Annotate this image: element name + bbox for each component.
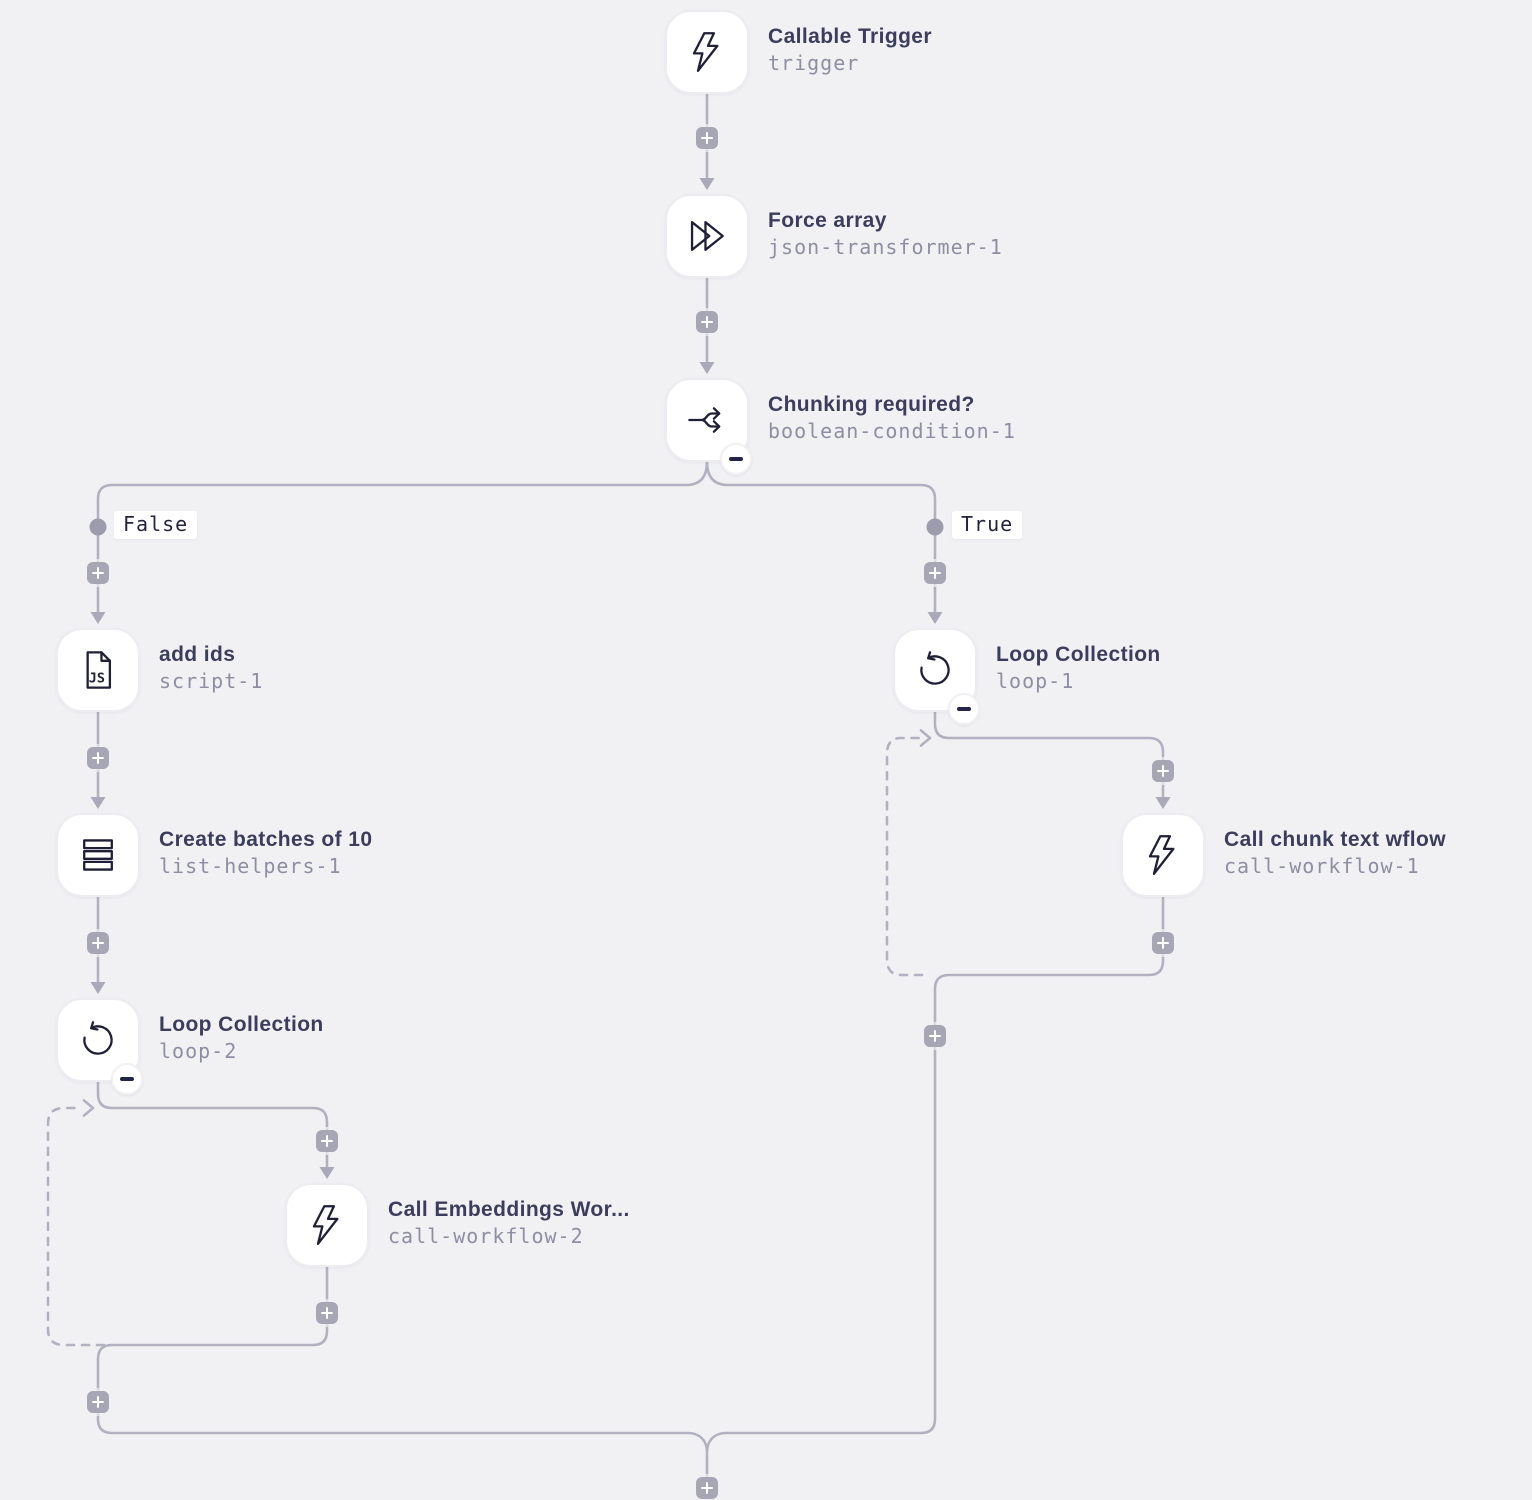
node-subtitle: boolean-condition-1 [768,419,1016,443]
add-step-button[interactable] [924,1025,946,1047]
node-box[interactable] [56,998,140,1082]
node-title: Loop Collection [996,643,1161,666]
add-step-button[interactable] [87,747,109,769]
list-icon [83,839,113,871]
loop2-return-arrow [82,1099,95,1117]
node-box[interactable] [665,10,749,94]
branch-dot-true [926,518,944,536]
edge-branch-false [96,461,709,612]
arrowhead [90,797,106,809]
node-box[interactable] [1121,813,1205,897]
arrowhead [699,362,715,374]
node-title: Force array [768,209,887,232]
node-box[interactable] [56,813,140,897]
branch-icon [688,407,721,433]
collapse-button[interactable] [948,693,980,725]
add-step-button[interactable] [924,562,946,584]
edge-loop2-return [46,1106,106,1347]
collapse-button[interactable] [720,443,752,475]
node-subtitle: loop-1 [996,669,1075,693]
node-title: Chunking required? [768,393,975,416]
node-title: Loop Collection [159,1013,324,1036]
node-subtitle: trigger [768,51,860,75]
node-subtitle: call-workflow-1 [1224,854,1420,878]
node-subtitle: loop-2 [159,1039,238,1063]
arrowhead [90,612,106,624]
js-file-icon: JS [86,651,112,689]
fast-forward-icon [690,221,724,251]
add-step-button[interactable] [696,311,718,333]
node-title: Callable Trigger [768,25,932,48]
edge-loop2-exit [96,1267,709,1479]
arrowhead [927,612,943,624]
svg-text:JS: JS [89,671,105,686]
node-subtitle: json-transformer-1 [768,235,1003,259]
collapse-button[interactable] [111,1063,143,1095]
branch-label-false: False [114,511,198,539]
node-title: Call Embeddings Wor... [388,1198,630,1221]
arrowhead [1155,797,1171,809]
node-title: add ids [159,643,236,666]
node-title: Call chunk text wflow [1224,828,1446,851]
node-box[interactable] [893,628,977,712]
arrowhead [319,1167,335,1179]
loop-icon [83,1021,113,1055]
loop-icon [920,651,950,685]
add-step-button[interactable] [1152,932,1174,954]
lightning-icon [692,32,719,72]
node-box[interactable] [665,194,749,278]
add-step-button[interactable] [316,1302,338,1324]
add-step-button[interactable] [696,127,718,149]
add-step-button[interactable] [87,1391,109,1413]
arrowhead [90,982,106,994]
node-title: Create batches of 10 [159,828,373,851]
node-subtitle: script-1 [159,669,264,693]
add-step-button[interactable] [87,932,109,954]
branch-dot-false [89,518,107,536]
add-step-button[interactable] [316,1130,338,1152]
branch-label-true: True [952,511,1023,539]
arrowhead [699,178,715,190]
lightning-icon [1148,835,1175,875]
node-subtitle: list-helpers-1 [159,854,342,878]
add-step-button[interactable] [696,1477,718,1499]
edge-loop2-body [96,1082,329,1167]
loop1-return-arrow [919,729,932,747]
node-subtitle: call-workflow-2 [388,1224,584,1248]
add-step-button[interactable] [87,562,109,584]
node-box[interactable]: JS [56,628,140,712]
add-step-button[interactable] [1152,760,1174,782]
edge-loop1-return [885,736,924,977]
edge-loop1-body [933,712,1165,797]
node-box[interactable] [285,1183,369,1267]
lightning-icon [312,1205,339,1245]
edge-branch-true [705,461,937,612]
edge-loop1-exit [705,897,1165,1453]
